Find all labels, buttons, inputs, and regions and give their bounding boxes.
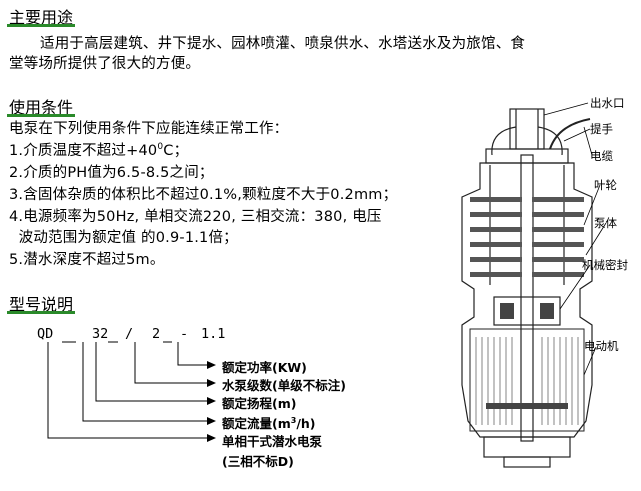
model-code-power: 1.1 [201, 326, 226, 342]
label-three-phase-note: (三相不标D) [222, 454, 294, 469]
condition-item-2: 2.介质的PH值为6.5-8.5之间； [9, 165, 214, 181]
condition-item-1-post: C； [163, 143, 189, 159]
label-rated-head: 额定扬程(m) [222, 396, 297, 411]
label-cable: 电缆 [590, 149, 613, 163]
outlet-pipe [509, 108, 545, 150]
heading-model-underline [7, 311, 75, 314]
label-impeller: 叶轮 [594, 178, 617, 192]
heading-conditions: 使用条件 [9, 98, 74, 117]
motor-windings [475, 337, 579, 425]
condition-item-3: 3.含固体杂质的体积比不超过0.1%,颗粒度不大于0.2mm； [9, 187, 398, 203]
model-code-slash: / [125, 326, 134, 342]
heading-model: 型号说明 [9, 295, 74, 314]
mechanical-seal [493, 296, 561, 326]
label-mechanical-seal: 机械密封 [582, 258, 628, 272]
handle-shape [491, 126, 517, 156]
model-code-flow: 32 [92, 326, 109, 342]
model-code-dash: - [180, 326, 189, 342]
condition-item-4-continued: 波动范围为额定值 的0.9-1.1倍； [9, 230, 238, 246]
top-flange [485, 148, 569, 164]
pump-cross-section [461, 102, 607, 468]
model-code-qd: QD [37, 326, 54, 342]
label-rated-flow: 额定流量(m3/h) [222, 413, 316, 432]
heading-conditions-underline [7, 114, 75, 117]
conditions-intro: 电泵在下列使用条件下应能连续正常工作： [9, 121, 289, 137]
usage-line-1: 适用于高层建筑、井下提水、园林喷灌、喷泉供水、水塔送水及为旅馆、食 [40, 36, 526, 52]
condition-item-1-sup: 0 [157, 142, 164, 153]
condition-item-1-pre: 1.介质温度不超过+40 [9, 143, 158, 159]
heading-usage-underline [7, 24, 75, 27]
impeller-stack [470, 197, 584, 277]
label-pump-stages: 水泵级数(单级不标注) [222, 378, 346, 393]
cable-line [549, 118, 591, 150]
label-handle: 提手 [590, 122, 613, 136]
heading-usage: 主要用途 [9, 8, 74, 27]
condition-item-1: 1.介质温度不超过+400C； [9, 139, 188, 160]
usage-line-2: 堂等场所提供了很大的方便。 [9, 56, 201, 72]
base-plate [483, 436, 571, 458]
outer-casing [461, 162, 593, 438]
label-rated-power: 额定功率(KW) [222, 360, 307, 375]
label-rated-flow-sup: 3 [290, 415, 297, 425]
condition-item-4: 4.电源频率为50Hz, 单相交流220, 三相交流：380, 电压 [9, 209, 382, 225]
label-rated-flow-post: /h) [296, 416, 316, 431]
label-pump-body: 泵体 [594, 216, 617, 230]
label-outlet: 出水口 [590, 96, 625, 110]
leader-lines [543, 102, 607, 376]
motor-section [469, 328, 585, 432]
model-code-head: 2 [152, 326, 161, 342]
shaft [520, 154, 534, 442]
label-pump-type: 单相干式潜水电泵 [222, 434, 323, 449]
condition-item-5: 5.潜水深度不超过5m。 [9, 252, 165, 268]
label-motor: 电动机 [584, 339, 619, 353]
label-rated-flow-pre: 额定流量(m [222, 416, 291, 431]
